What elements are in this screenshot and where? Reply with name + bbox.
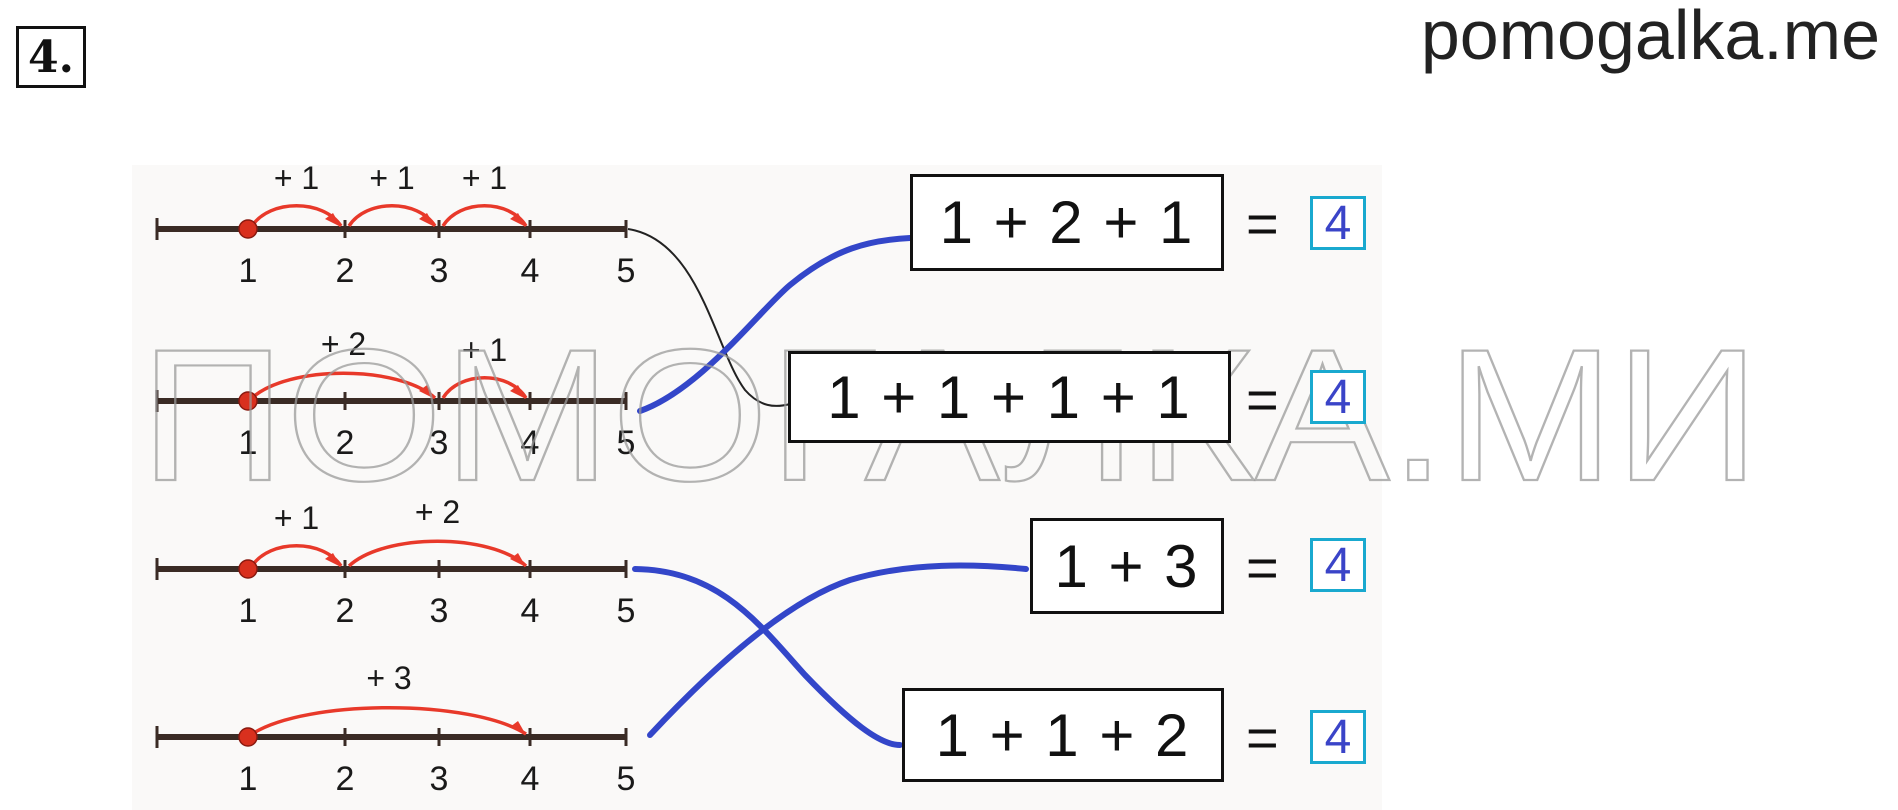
tick-label: 5 — [617, 760, 636, 798]
jump-label: + 1 — [462, 332, 507, 368]
expression-box-1: 1 + 2 + 1 — [910, 174, 1224, 271]
jump-label: + 2 — [321, 326, 366, 362]
start-dot — [238, 219, 258, 239]
arrowhead-icon — [510, 213, 526, 227]
tick-label: 4 — [521, 424, 540, 462]
match-line-2 — [637, 235, 913, 414]
jump-label: + 1 — [274, 160, 319, 196]
tick-label: 5 — [617, 592, 636, 630]
tick-label: 2 — [336, 424, 355, 462]
equals-sign-3: = — [1246, 536, 1279, 599]
match-lines — [627, 228, 1029, 748]
number-line-2: 1 2 3 4 5 + 2 + 1 — [155, 326, 636, 462]
jump-label: + 1 — [274, 500, 319, 536]
expression-box-4: 1 + 1 + 2 — [902, 688, 1224, 782]
tick-label: 3 — [430, 592, 449, 630]
jump-label: + 2 — [415, 494, 460, 530]
number-line-4: 1 2 3 4 5 + 3 — [155, 660, 636, 798]
answer-box-1[interactable]: 4 — [1310, 196, 1366, 250]
jump-arc — [347, 204, 437, 228]
expression-box-2: 1 + 1 + 1 + 1 — [788, 351, 1231, 443]
arrowhead-icon — [510, 721, 526, 735]
jump-arc — [441, 204, 528, 228]
equals-sign-1: = — [1246, 192, 1279, 255]
tick-label: 1 — [239, 252, 258, 290]
jump-label: + 1 — [369, 160, 414, 196]
answer-box-4[interactable]: 4 — [1310, 710, 1366, 764]
tick-label: 2 — [336, 592, 355, 630]
jump-arc — [250, 204, 343, 228]
match-line-1 — [627, 228, 791, 407]
jump-label: + 1 — [462, 160, 507, 196]
jump-arc — [250, 371, 437, 400]
task-number: 4. — [16, 26, 86, 88]
number-line-3: 1 2 3 4 5 + 1 + 2 — [155, 494, 636, 630]
tick-label: 4 — [521, 760, 540, 798]
equals-sign-2: = — [1246, 368, 1279, 431]
arrowhead-icon — [325, 213, 341, 227]
equals-sign-4: = — [1246, 706, 1279, 769]
start-dot — [238, 391, 258, 411]
jump-arc — [250, 544, 343, 568]
match-line-4 — [647, 562, 1029, 738]
site-name: pomogalka.me — [1420, 0, 1880, 74]
tick-label: 2 — [336, 760, 355, 798]
jump-label: + 3 — [366, 660, 411, 696]
match-line-3 — [632, 566, 903, 748]
tick-label: 1 — [239, 424, 258, 462]
jump-arc — [251, 706, 527, 736]
tick-label: 3 — [430, 424, 449, 462]
arrowhead-icon — [419, 385, 435, 399]
arrowhead-icon — [510, 553, 526, 567]
tick-label: 1 — [239, 592, 258, 630]
number-lines: 1 2 3 4 5 + 1 + 1 + 1 1 2 3 4 5 + 2 + 1 1 2 3 4 5 + 1 + 2 1 2 3 4… — [155, 160, 636, 798]
tick-label: 5 — [617, 252, 636, 290]
arrowhead-icon — [419, 213, 435, 227]
start-dot — [238, 559, 258, 579]
number-line-1: 1 2 3 4 5 + 1 + 1 + 1 — [155, 160, 636, 290]
tick-label: 4 — [521, 592, 540, 630]
answer-box-2[interactable]: 4 — [1310, 370, 1366, 424]
tick-label: 2 — [336, 252, 355, 290]
tick-label: 3 — [430, 760, 449, 798]
jump-arc — [347, 539, 528, 568]
tick-label: 5 — [617, 424, 636, 462]
start-dot — [238, 727, 258, 747]
answer-box-3[interactable]: 4 — [1310, 538, 1366, 592]
tick-label: 4 — [521, 252, 540, 290]
arrowhead-icon — [510, 385, 526, 399]
tick-label: 1 — [239, 760, 258, 798]
arrowhead-icon — [325, 553, 341, 567]
expression-box-3: 1 + 3 — [1030, 518, 1224, 614]
tick-label: 3 — [430, 252, 449, 290]
